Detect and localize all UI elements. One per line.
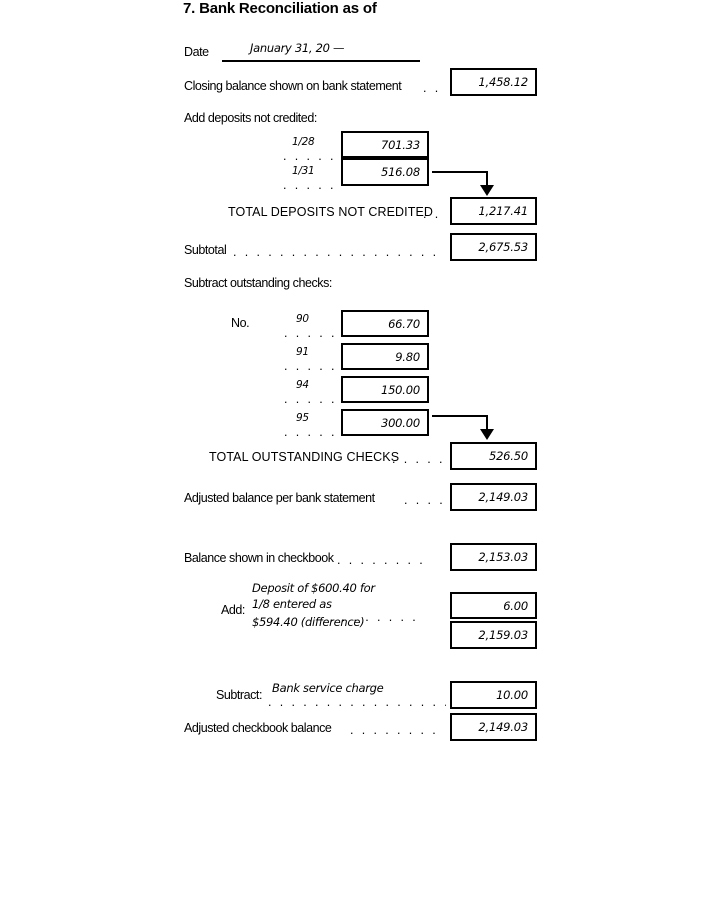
closing-balance-value: 1,458.12 bbox=[478, 75, 528, 89]
deposits-arrow-head-icon bbox=[480, 185, 494, 196]
total-checks-label: TOTAL OUTSTANDING CHECKS bbox=[209, 450, 400, 464]
subtract-amount-value: 10.00 bbox=[496, 688, 528, 702]
subtotal-value: 2,675.53 bbox=[478, 240, 528, 254]
check-amount-3: 300.00 bbox=[380, 415, 420, 430]
add-leader: . . . . . . . . bbox=[330, 612, 419, 622]
date-underline bbox=[222, 60, 420, 62]
total-checks-leader: . . . . . bbox=[392, 454, 445, 464]
check-amount-1: 9.80 bbox=[395, 349, 420, 364]
check-number-0[interactable]: 90 bbox=[296, 313, 309, 325]
checkbook-balance-value: 2,153.03 bbox=[478, 550, 528, 564]
add-amount-value: 6.00 bbox=[503, 598, 528, 613]
closing-balance-leader: . . bbox=[423, 83, 441, 93]
closing-balance-box[interactable]: 1,458.12 bbox=[450, 68, 537, 96]
checkbook-balance-leader: . . . . . . . . bbox=[337, 555, 426, 565]
deposit-date-1[interactable]: 1/31 bbox=[292, 165, 315, 177]
deposit-amount-box-0[interactable]: 701.33 bbox=[341, 131, 429, 158]
checks-arrow-vertical bbox=[486, 415, 488, 433]
deposit-amount-1: 516.08 bbox=[380, 165, 420, 179]
check-amount-box-3[interactable]: 300.00 bbox=[341, 409, 429, 436]
adjusted-bank-label: Adjusted balance per bank statement bbox=[184, 491, 375, 505]
running-total-value: 2,159.03 bbox=[478, 628, 528, 642]
subtotal-box[interactable]: 2,675.53 bbox=[450, 233, 537, 261]
subtract-checks-label: Subtract outstanding checks: bbox=[184, 276, 332, 290]
running-total-box[interactable]: 2,159.03 bbox=[450, 621, 537, 649]
checks-arrow-horizontal bbox=[432, 415, 488, 417]
adjusted-checkbook-value: 2,149.03 bbox=[478, 720, 528, 734]
check-number-1[interactable]: 91 bbox=[296, 346, 309, 358]
form-title: 7. Bank Reconciliation as of bbox=[183, 0, 377, 17]
check-leader-1: . . . . . bbox=[284, 361, 337, 371]
deposits-arrow-horizontal bbox=[432, 171, 488, 173]
checks-arrow-head-icon bbox=[480, 429, 494, 440]
check-no-label: No. bbox=[231, 316, 250, 330]
adjusted-bank-leader: . . . . bbox=[404, 495, 446, 505]
total-checks-value: 526.50 bbox=[488, 449, 528, 463]
date-label: Date bbox=[184, 45, 209, 59]
add-note-line-2[interactable]: 1/8 entered as bbox=[252, 597, 332, 611]
check-amount-box-2[interactable]: 150.00 bbox=[341, 376, 429, 403]
deposits-arrow-vertical bbox=[486, 171, 488, 189]
check-leader-2: . . . . . bbox=[284, 394, 337, 404]
check-number-3[interactable]: 95 bbox=[296, 412, 309, 424]
subtract-label: Subtract: bbox=[216, 688, 262, 702]
closing-balance-label: Closing balance shown on bank statement bbox=[184, 79, 402, 93]
subtract-note[interactable]: Bank service charge bbox=[272, 681, 384, 695]
check-amount-0: 66.70 bbox=[388, 316, 420, 331]
total-checks-box[interactable]: 526.50 bbox=[450, 442, 537, 470]
check-amount-2: 150.00 bbox=[380, 382, 420, 397]
check-amount-box-0[interactable]: 66.70 bbox=[341, 310, 429, 337]
check-leader-0: . . . . . bbox=[284, 328, 337, 338]
total-deposits-box[interactable]: 1,217.41 bbox=[450, 197, 537, 225]
add-note-line-1[interactable]: Deposit of $600.40 for bbox=[252, 581, 375, 595]
total-deposits-leader: . . bbox=[423, 209, 441, 219]
subtract-leader: . . . . . . . . . . . . . . . . . . bbox=[268, 697, 446, 707]
date-value[interactable]: January 31, 20 — bbox=[250, 41, 345, 55]
add-label: Add: bbox=[221, 603, 245, 617]
add-amount-box[interactable]: 6.00 bbox=[450, 592, 537, 619]
add-deposits-label: Add deposits not credited: bbox=[184, 111, 317, 125]
check-amount-box-1[interactable]: 9.80 bbox=[341, 343, 429, 370]
subtotal-label: Subtotal bbox=[184, 243, 227, 257]
subtotal-leader: . . . . . . . . . . . . . . . . . . . . … bbox=[233, 247, 441, 257]
add-note-line-3[interactable]: $594.40 (difference) bbox=[252, 615, 365, 629]
deposit-date-0[interactable]: 1/28 bbox=[292, 136, 315, 148]
deposit-amount-0: 701.33 bbox=[380, 137, 420, 152]
adjusted-checkbook-box[interactable]: 2,149.03 bbox=[450, 713, 537, 741]
checkbook-balance-box[interactable]: 2,153.03 bbox=[450, 543, 537, 571]
adjusted-bank-value: 2,149.03 bbox=[478, 490, 528, 504]
check-number-2[interactable]: 94 bbox=[296, 379, 309, 391]
check-leader-3: . . . . . bbox=[284, 427, 337, 437]
deposit-leader-1: . . . . . bbox=[283, 180, 336, 190]
subtract-amount-box[interactable]: 10.00 bbox=[450, 681, 537, 709]
total-deposits-label: TOTAL DEPOSITS NOT CREDITED bbox=[228, 205, 434, 219]
deposit-amount-box-1[interactable]: 516.08 bbox=[341, 158, 429, 186]
adjusted-checkbook-leader: . . . . . . . . bbox=[350, 725, 439, 735]
checkbook-balance-label: Balance shown in checkbook bbox=[184, 551, 334, 565]
total-deposits-value: 1,217.41 bbox=[478, 204, 528, 218]
deposit-leader-0: . . . . . bbox=[283, 151, 336, 161]
adjusted-bank-box[interactable]: 2,149.03 bbox=[450, 483, 537, 511]
adjusted-checkbook-label: Adjusted checkbook balance bbox=[184, 721, 332, 735]
